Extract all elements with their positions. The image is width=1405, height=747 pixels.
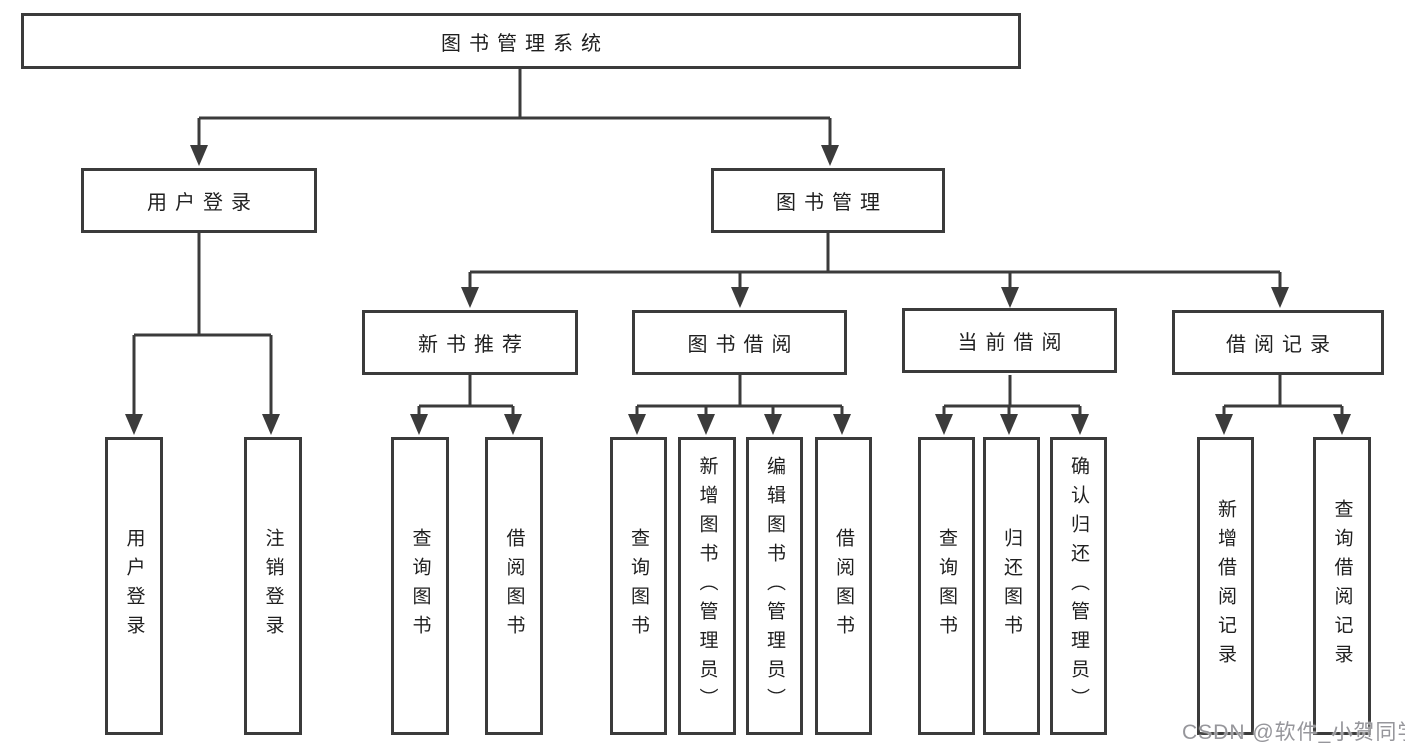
leaf-query-books-borrow: 查询图书 [610, 437, 667, 735]
node-label: 查询图书 [936, 528, 957, 644]
node-label: 新增借阅记录 [1215, 499, 1236, 673]
csdn-watermark: CSDN @软件_小贺同学 [1182, 721, 1405, 744]
node-label: 借阅记录 [1226, 334, 1338, 356]
node-label: 确认归还（管理员） [1068, 455, 1089, 717]
leaf-confirm-return-admin: 确认归还（管理员） [1050, 437, 1107, 735]
arrowheads [125, 145, 1351, 435]
node-label: 用户登录 [147, 192, 259, 214]
node-label: 注销登录 [262, 528, 284, 644]
node-label: 归还图书 [1001, 528, 1022, 644]
node-label: 借阅图书 [503, 528, 525, 644]
node-book-management: 图书管理 [711, 168, 945, 233]
node-label: 查询图书 [409, 528, 431, 644]
node-borrow-records: 借阅记录 [1172, 310, 1384, 375]
leaf-add-book-admin: 新增图书（管理员） [678, 437, 736, 735]
node-label: 查询借阅记录 [1331, 499, 1353, 673]
node-library-management-system: 图书管理系统 [21, 13, 1021, 69]
node-label: 用户登录 [123, 528, 145, 644]
node-book-borrow: 图书借阅 [632, 310, 847, 375]
node-label: 新增图书（管理员） [696, 455, 718, 717]
node-label: 借阅图书 [833, 528, 854, 644]
leaf-user-login: 用户登录 [105, 437, 163, 735]
leaf-edit-book-admin: 编辑图书（管理员） [746, 437, 803, 735]
leaf-borrow-books-recommend: 借阅图书 [485, 437, 543, 735]
leaf-return-book: 归还图书 [983, 437, 1040, 735]
node-current-borrow: 当前借阅 [902, 308, 1117, 373]
node-label: 新书推荐 [418, 334, 530, 356]
node-label: 编辑图书（管理员） [764, 455, 785, 717]
node-new-book-recommend: 新书推荐 [362, 310, 578, 375]
leaf-query-books-current: 查询图书 [918, 437, 975, 735]
leaf-add-borrow-record: 新增借阅记录 [1197, 437, 1254, 735]
leaf-query-books-recommend: 查询图书 [391, 437, 449, 735]
node-label: 当前借阅 [957, 332, 1070, 354]
leaf-logout: 注销登录 [244, 437, 302, 735]
leaf-query-borrow-record: 查询借阅记录 [1313, 437, 1371, 735]
node-label: 查询图书 [628, 528, 649, 644]
node-user-login: 用户登录 [81, 168, 317, 233]
node-label: 图书管理 [776, 192, 888, 214]
node-label: 图书管理系统 [441, 32, 609, 55]
node-label: 图书借阅 [687, 334, 800, 356]
leaf-borrow-books: 借阅图书 [815, 437, 872, 735]
